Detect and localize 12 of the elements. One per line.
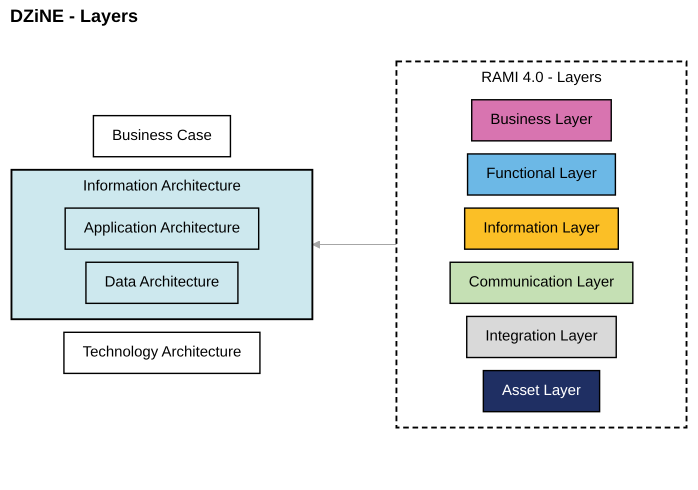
layer-box: Integration Layer [466,316,617,359]
column-heading: DZiNE - Layers [10,6,138,27]
layer-box: Asset Layer [482,370,600,413]
layer-box: Functional Layer [466,154,616,196]
layer-box: Application Architecture [64,208,260,250]
layer-box: Technology Architecture [63,332,261,375]
layer-box: Information Layer [464,208,619,250]
arrow [312,240,397,250]
layer-box: Data Architecture [85,262,239,305]
layer-box: Business Case [92,115,232,158]
layer-box: Business Layer [471,100,612,142]
layer-box: Communication Layer [449,262,634,305]
